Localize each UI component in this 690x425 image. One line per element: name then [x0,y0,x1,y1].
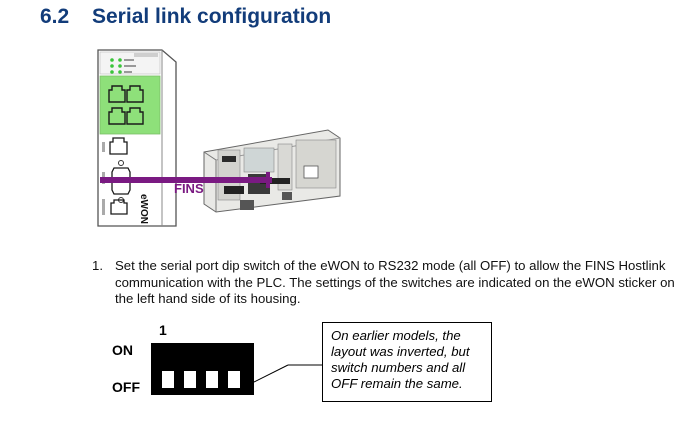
dip-switch-3 [206,371,218,388]
step-text: Set the serial port dip switch of the eW… [115,258,675,306]
plc-device [203,129,341,213]
dip-switch-1 [162,371,174,388]
off-label: OFF [112,379,140,395]
step-number: 1. [92,258,103,273]
dip-switch-2 [184,371,196,388]
dip-switch-block [151,343,254,395]
section-heading: 6.2 Serial link configuration [40,5,331,29]
device-brand-text: eWON [138,194,149,224]
section-title: Serial link configuration [92,5,332,28]
callout-note: On earlier models, the layout was invert… [322,322,492,402]
connection-illustration: eWON [97,49,341,227]
on-label: ON [112,342,133,358]
switch-1-label: 1 [159,322,167,338]
fins-link-cable [100,172,272,188]
section-number: 6.2 [40,5,70,28]
dip-switch-4 [228,371,240,388]
fins-label: FINS [174,181,204,196]
